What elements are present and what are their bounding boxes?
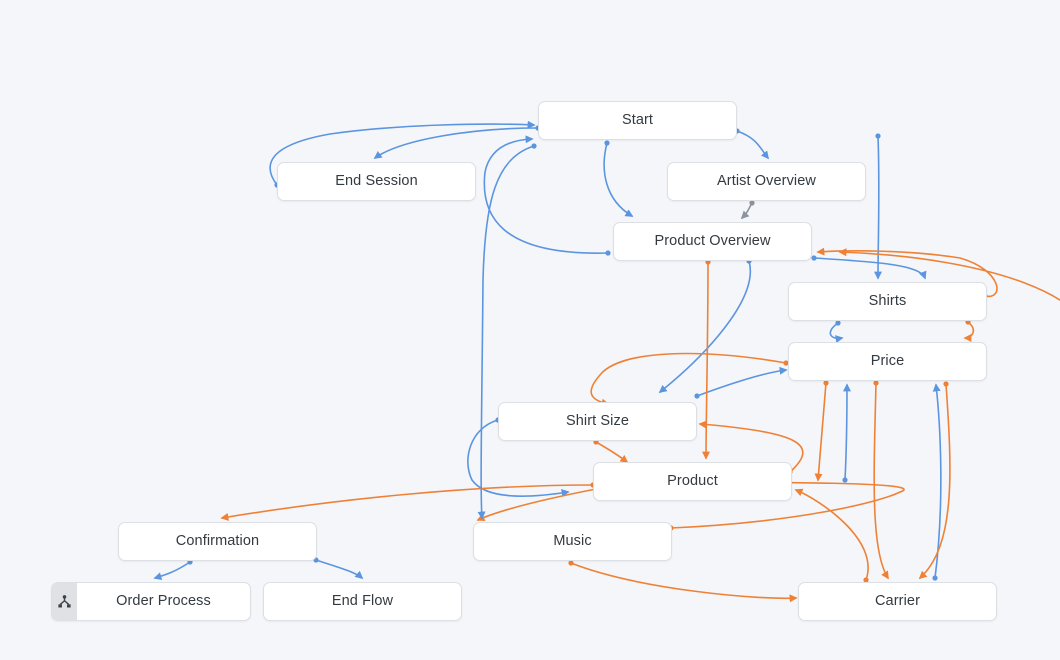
- edge-shirt-size-to-product: [595, 441, 629, 463]
- edge-shirts-to-price: [963, 321, 975, 342]
- edge-source-dot: [694, 393, 700, 399]
- edge-carrier-to-price: [932, 383, 942, 579]
- edge-product-to-confirmation: [220, 484, 594, 521]
- flow-node-label-shirt-size: Shirt Size: [565, 413, 630, 430]
- flow-node-carrier[interactable]: Carrier: [798, 582, 997, 621]
- flow-node-product-overview[interactable]: Product Overview: [613, 222, 812, 261]
- flow-node-music[interactable]: Music: [473, 522, 672, 561]
- flow-node-shirt-size[interactable]: Shirt Size: [498, 402, 697, 441]
- edge-shirt-size-to-price: [696, 366, 788, 397]
- flow-node-label-artist-overview: Artist Overview: [717, 173, 816, 190]
- edge-music-to-carrier: [570, 562, 798, 603]
- edge-source-dot: [811, 255, 817, 261]
- flow-node-price[interactable]: Price: [788, 342, 987, 381]
- flow-node-start[interactable]: Start: [538, 101, 737, 140]
- edge-carrier-to-product: [794, 488, 869, 581]
- flow-node-label-end-session: End Session: [335, 173, 418, 190]
- edge-start-to-product-overview: [603, 142, 634, 217]
- edge-artist-overview-to-product-overview: [740, 202, 753, 220]
- flow-node-label-price: Price: [870, 353, 905, 370]
- edge-source-dot: [932, 575, 938, 581]
- edge-price-to-shirt-size: [590, 352, 787, 407]
- edge-confirmation-to-order-process: [153, 561, 191, 580]
- edge-source-dot: [604, 140, 610, 146]
- flow-node-label-end-flow: End Flow: [331, 593, 394, 610]
- flow-node-label-carrier: Carrier: [874, 593, 920, 610]
- edge-price-to-product: [814, 382, 827, 482]
- edge-source-dot: [873, 380, 879, 386]
- flow-node-label-music: Music: [553, 533, 592, 550]
- edge-product-overview-to-start: [483, 135, 609, 254]
- edge-source-dot: [835, 320, 841, 326]
- edge-source-dot: [842, 477, 848, 483]
- edge-source-dot: [943, 381, 949, 387]
- flow-node-end-flow[interactable]: End Flow: [263, 582, 462, 621]
- flow-node-confirmation[interactable]: Confirmation: [118, 522, 317, 561]
- edge-product-to-music: [476, 488, 597, 521]
- edge-source-dot: [749, 200, 755, 206]
- edge-source-dot: [605, 250, 611, 256]
- hierarchy-icon: [52, 583, 77, 620]
- flow-node-product[interactable]: Product: [593, 462, 792, 501]
- edge-price-to-carrier: [918, 383, 951, 580]
- edge-start-to-artist-overview: [736, 130, 769, 160]
- edge-start-to-end-session: [373, 127, 539, 159]
- edge-product-overview-to-shirt-size: [658, 260, 752, 393]
- flow-node-label-confirmation: Confirmation: [175, 533, 260, 550]
- flow-node-order-process[interactable]: Order Process: [51, 582, 251, 621]
- flow-node-label-order-process: Order Process: [116, 593, 211, 610]
- edge-confirmation-to-end-flow: [315, 559, 364, 580]
- flow-node-label-product-overview: Product Overview: [654, 233, 771, 250]
- edge-product-to-price: [842, 383, 851, 481]
- edge-source-dot: [531, 143, 537, 149]
- edge-source-dot: [568, 560, 574, 566]
- edge-source-dot: [875, 133, 881, 139]
- flow-node-label-shirts: Shirts: [868, 293, 907, 310]
- flow-node-label-start: Start: [621, 112, 654, 129]
- flow-node-shirts[interactable]: Shirts: [788, 282, 987, 321]
- edge-source-dot: [823, 380, 829, 386]
- flow-node-label-product: Product: [667, 473, 718, 490]
- edge-product-overview-to-shirts: [813, 257, 927, 280]
- edge-price-to-carrier: [873, 382, 889, 580]
- flow-node-artist-overview[interactable]: Artist Overview: [667, 162, 866, 201]
- flow-node-end-session[interactable]: End Session: [277, 162, 476, 201]
- edge-shirts-to-price: [829, 322, 844, 343]
- edge-start-to-music: [477, 145, 535, 520]
- edge-start-to-shirts: [874, 135, 883, 280]
- edge-product-overview-to-product: [702, 261, 711, 460]
